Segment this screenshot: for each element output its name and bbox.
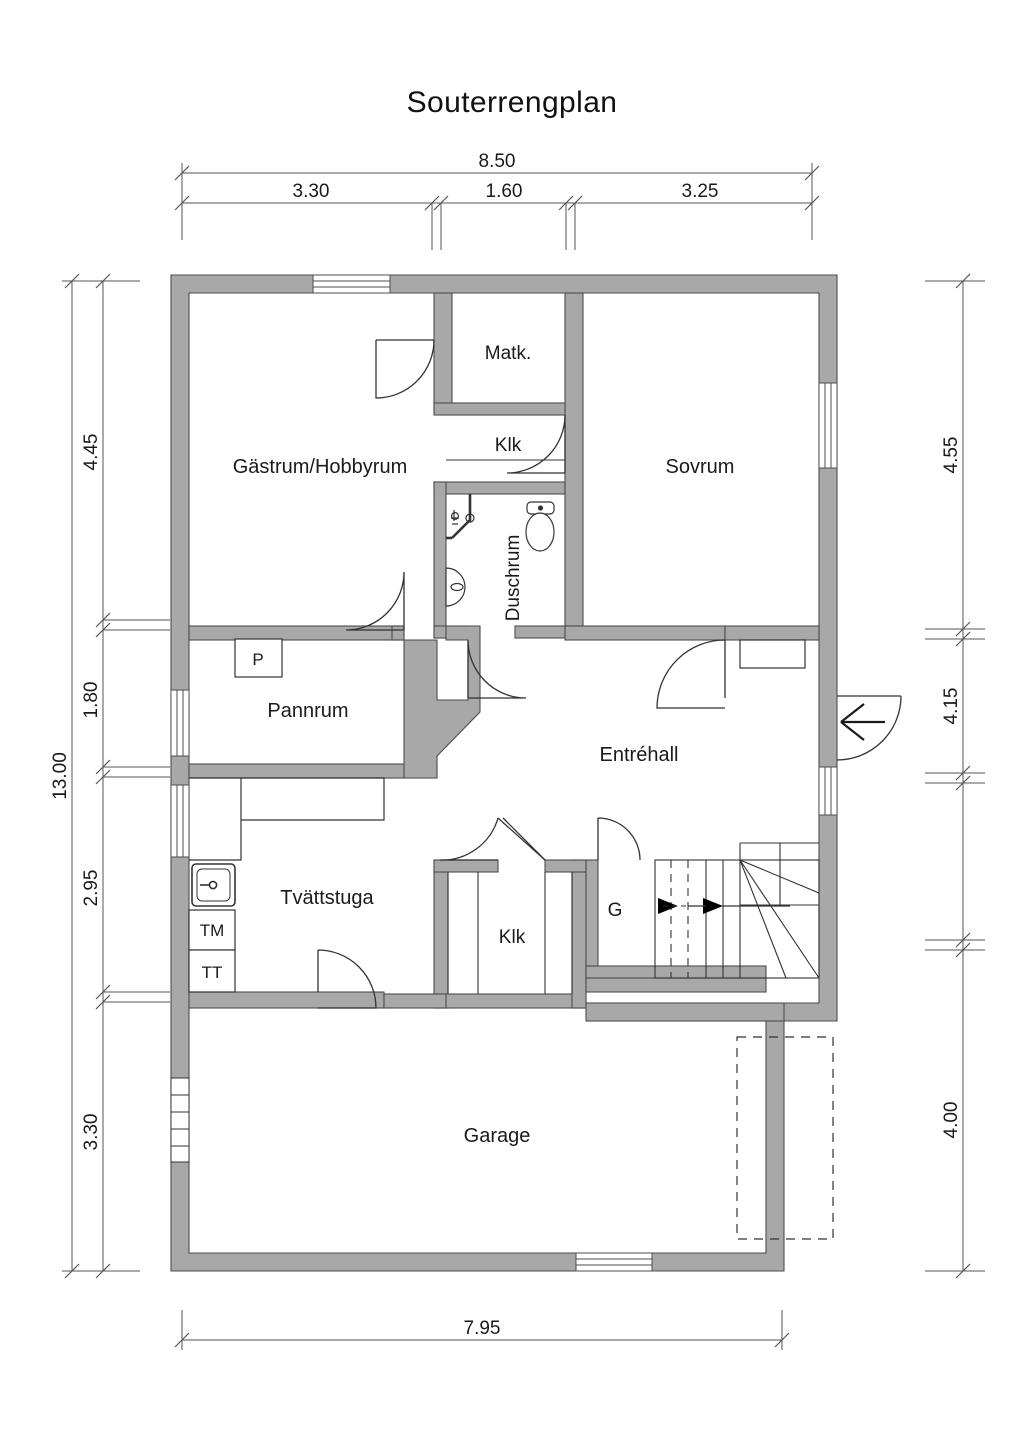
door-sovrum (656, 639, 726, 709)
page-title: Souterrengplan (406, 86, 618, 119)
staircase (654, 842, 820, 979)
dim-right-seg-2: 4.15 (941, 688, 962, 725)
dim-left-seg-1: 4.45 (81, 434, 102, 471)
shower-screen-icon (451, 494, 472, 539)
wall-klk-bottom (433, 481, 566, 495)
wall-sovrum-bottom (564, 625, 726, 641)
window-left-pannrum (170, 689, 190, 757)
tvattstuga-fixtures (188, 777, 385, 993)
room-label-entrehall: Entréhall (600, 744, 679, 766)
wall-klk-bottom-top-b (544, 859, 587, 873)
duschrum-fixtures (445, 494, 555, 607)
wall-klk-bottom-top-a (433, 859, 499, 873)
wall-klk-bottom-right (571, 859, 587, 1009)
dim-bottom-overall: 7.95 (464, 1318, 501, 1339)
doors (317, 339, 902, 1009)
window-left-tvattstuga (170, 784, 190, 858)
door-klk-top (506, 414, 566, 474)
dim-right-seg-3: 4.00 (941, 1102, 962, 1139)
wall-sovrum-bottom-right (724, 625, 820, 641)
laundry-sink-icon (191, 863, 236, 907)
wall-middle-sovrum (564, 292, 584, 639)
wall-klk-bottom-left (433, 859, 449, 1009)
wall-gastrum-matk (433, 292, 453, 413)
dim-top-seg-2: 1.60 (486, 181, 523, 202)
wall-tvattstuga-bottom (188, 991, 385, 1009)
dim-left-seg-2: 1.80 (81, 682, 102, 719)
entrance-direction-arrow (840, 703, 885, 741)
garage-wall-vents (170, 1077, 190, 1163)
door-entrance (836, 695, 902, 761)
toilet-icon (525, 501, 555, 552)
room-label-klk-top: Klk (495, 435, 522, 456)
entrehall-niche (739, 639, 806, 669)
room-label-garderob: G (608, 900, 623, 921)
door-tvattstuga (317, 949, 377, 1009)
klk-bottom-shelves (447, 872, 573, 994)
door-duschrum (467, 639, 527, 699)
wall-garage-top-right (585, 1002, 785, 1022)
wall-duschrum-left (433, 481, 447, 639)
window-right-entrehall (818, 766, 838, 816)
pannrum-boiler: P (234, 638, 283, 678)
stair-winders (739, 859, 820, 979)
wall-g-left (585, 859, 599, 979)
dimensions-left (62, 273, 170, 1279)
window-top-gastrum (312, 274, 391, 294)
window-right-sovrum (818, 382, 838, 469)
wall-gastrum-right (391, 625, 405, 641)
dim-top-seg-1: 3.30 (293, 181, 330, 202)
room-label-klk-bottom: Klk (499, 927, 526, 948)
garage-door-opening (736, 1036, 834, 1240)
dim-left-seg-4: 3.30 (81, 1114, 102, 1151)
door-garderob (597, 817, 641, 861)
wall-matk-bottom (433, 402, 566, 416)
room-label-matkallare: Matk. (485, 343, 531, 364)
wall-klk-bottom-bottom (433, 993, 587, 1009)
room-label-duschrum: Duschrum (503, 535, 524, 622)
dim-top-seg-3: 3.25 (682, 181, 719, 202)
wall-garage-top-left (383, 993, 447, 1009)
window-bottom-garage (575, 1252, 653, 1272)
dim-left-overall: 13.00 (50, 752, 71, 800)
tumble-dryer-label: TT (202, 963, 223, 982)
dimensions-top (174, 163, 820, 250)
wall-gastrum-bottom (188, 625, 405, 641)
boiler-label: P (252, 650, 263, 669)
room-label-pannrum: Pannrum (267, 700, 348, 722)
shower-mixer-icon (451, 510, 460, 525)
wall-entrehall-left-angled (403, 625, 481, 779)
room-label-tvattstuga: Tvättstuga (280, 887, 374, 909)
room-label-gastrum-hobbyrum: Gästrum/Hobbyrum (233, 456, 408, 478)
wall-pannrum-bottom (188, 763, 438, 779)
washing-machine-label: TM (200, 921, 225, 940)
dimensions-right (925, 273, 985, 1279)
room-label-sovrum: Sovrum (666, 456, 735, 478)
door-matkallare (375, 339, 435, 399)
door-gastrum (345, 571, 405, 631)
dimensions-bottom (174, 1310, 790, 1350)
dim-right-seg-1: 4.55 (941, 437, 962, 474)
floor-drain-icon (465, 513, 475, 523)
room-label-garage: Garage (464, 1125, 531, 1147)
windows (170, 274, 838, 1272)
wall-stairs-bottom (585, 977, 767, 993)
door-klk-bottom-a (439, 817, 499, 861)
dim-left-seg-3: 2.95 (81, 870, 102, 907)
dim-top-overall: 8.50 (479, 151, 516, 172)
door-klk-bottom-c (497, 817, 546, 861)
sink-icon (445, 567, 466, 607)
walls (170, 274, 838, 1272)
